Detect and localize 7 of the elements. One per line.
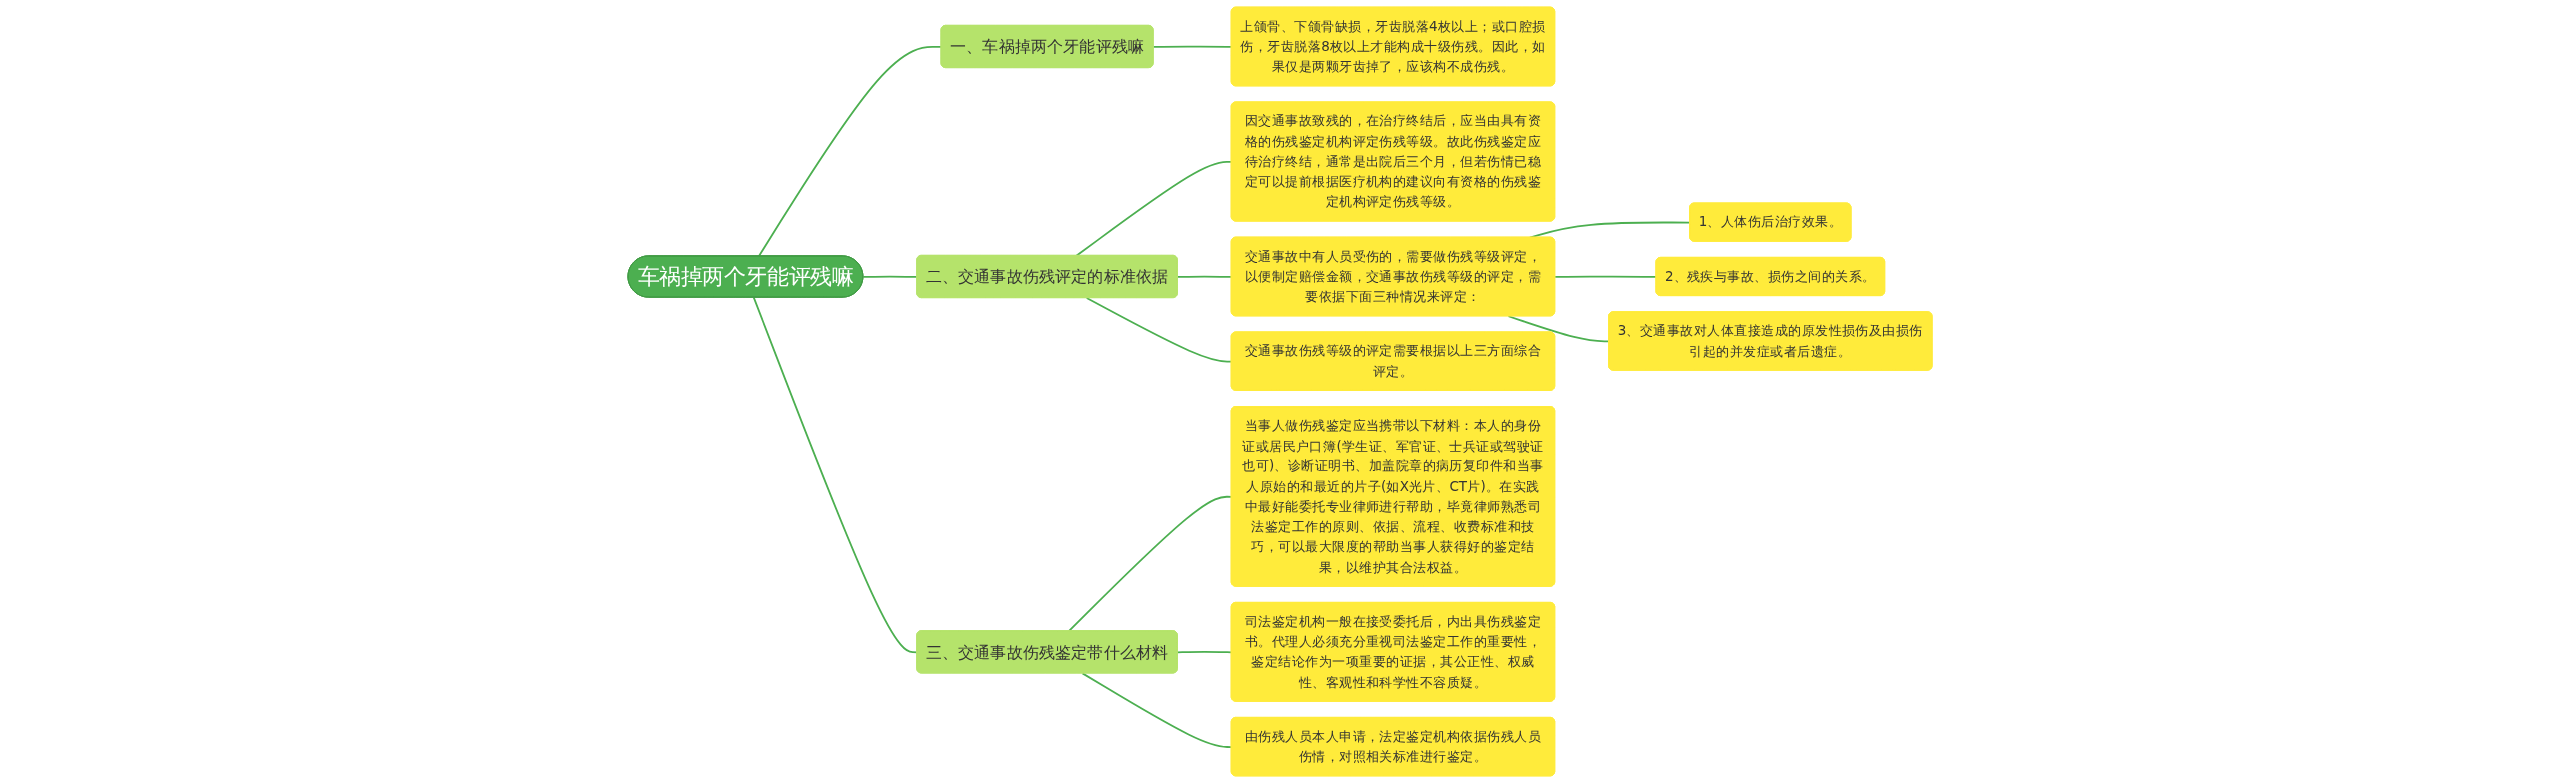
connector [1085,297,1233,363]
connector [1152,45,1233,48]
connector [1176,275,1233,278]
connector [1075,160,1233,257]
connector [1176,651,1233,654]
connector [1507,315,1610,343]
connector [1081,672,1233,748]
